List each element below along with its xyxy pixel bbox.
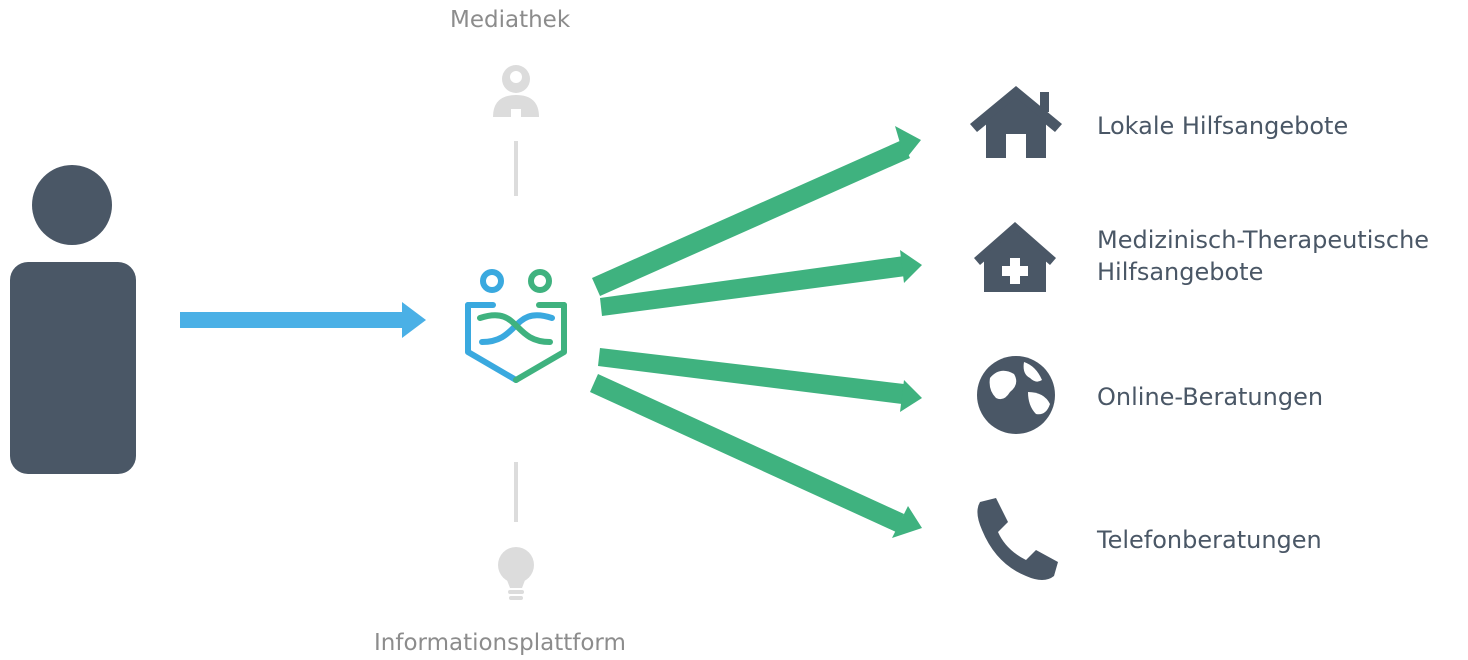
- arrow-to-medizinisch: [600, 250, 922, 316]
- arrow-to-lokale: [592, 126, 921, 296]
- user-to-platform-arrow: [180, 302, 426, 338]
- arrow-to-online: [598, 348, 922, 412]
- mediathek-label: Mediathek: [450, 7, 571, 33]
- astronaut-icon: [493, 65, 539, 117]
- person-icon: [10, 165, 136, 474]
- infinity-book-logo-icon: [465, 269, 567, 383]
- online-beratungen-label: Online-Beratungen: [1097, 383, 1324, 411]
- telefonberatungen-label: Telefonberatungen: [1097, 526, 1322, 554]
- informationsplattform-label: Informationsplattform: [374, 630, 626, 656]
- medizinisch-label-line1: Medizinisch-Therapeutische: [1097, 226, 1430, 254]
- globe-icon: [977, 356, 1055, 434]
- top-connector-line: [514, 141, 518, 196]
- medizinisch-label-line2: Hilfsangebote: [1097, 258, 1264, 286]
- arrow-to-telefon: [590, 374, 922, 538]
- lokale-hilfsangebote-label: Lokale Hilfsangebote: [1097, 112, 1349, 140]
- lightbulb-icon: [498, 547, 534, 600]
- medical-house-icon: [974, 222, 1056, 292]
- house-icon: [970, 86, 1062, 158]
- bottom-connector-line: [514, 462, 518, 522]
- phone-icon: [977, 498, 1058, 580]
